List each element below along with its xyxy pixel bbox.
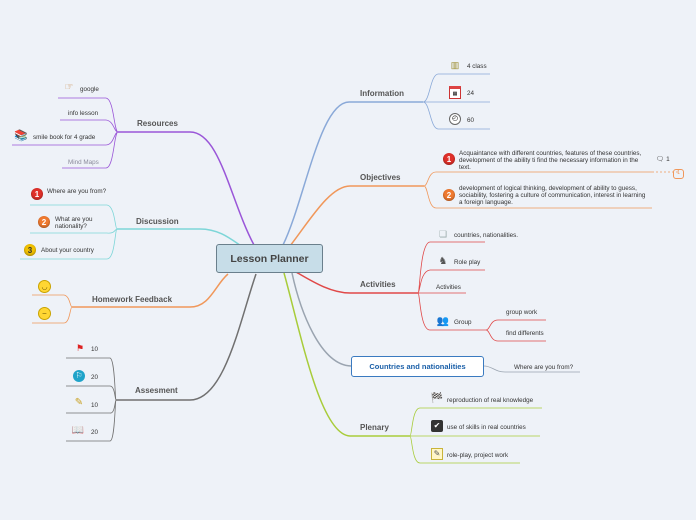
checkered-flag-icon: 🏁	[430, 393, 444, 404]
papers-icon: ❏	[438, 229, 448, 239]
connector-activities-items	[417, 241, 486, 331]
topic-countries-nationalities[interactable]: Countries and nationalities	[351, 356, 484, 377]
discussion-number-1-icon: 1	[31, 188, 43, 200]
activity-group[interactable]: Group	[454, 319, 472, 326]
notepad-icon: ✎	[431, 448, 443, 460]
countries-child-where-from[interactable]: Where are you from?	[514, 364, 574, 371]
connector-activities	[295, 271, 418, 294]
assessment-score-1[interactable]: 10	[91, 346, 99, 353]
comment-indicator[interactable]: 🗨 1	[656, 156, 670, 163]
books-icon: 📚	[14, 130, 28, 142]
information-item-class[interactable]: 4 class	[467, 63, 487, 70]
group-child-group-work[interactable]: group work	[506, 309, 538, 316]
pencil-icon: ✎	[74, 397, 84, 408]
connector-assessment-items	[66, 357, 117, 442]
objective-2-text[interactable]: development of logical thinking, develop…	[459, 185, 646, 206]
branch-objectives[interactable]: Objectives	[360, 173, 401, 182]
plenary-item-reproduction[interactable]: reproduction of real knowledge	[447, 397, 534, 404]
priority-2-icon: 2	[443, 189, 455, 201]
branch-homework-feedback[interactable]: Homework Feedback	[92, 295, 172, 304]
activity-activities[interactable]: Activities	[436, 284, 461, 291]
connector-objectives-items	[423, 171, 652, 209]
topic-countries-label: Countries and nationalities	[369, 362, 466, 371]
building-icon: ▥	[450, 60, 460, 70]
resource-smile-book[interactable]: smile book for 4 grade	[33, 134, 96, 141]
discussion-where-from[interactable]: Where are you from?	[47, 188, 107, 195]
resource-google[interactable]: google	[80, 86, 99, 93]
discussion-number-2-icon: 2	[38, 216, 50, 228]
chess-knight-icon: ♞	[438, 256, 448, 267]
connector-countries	[291, 272, 352, 367]
activity-role-play[interactable]: Role play	[454, 259, 481, 266]
assessment-score-2[interactable]: 20	[91, 374, 99, 381]
connector-information	[282, 101, 423, 246]
collapsed-badge[interactable]: 1	[673, 169, 684, 179]
connector-resources-items	[12, 97, 119, 169]
resource-info-lesson[interactable]: info lesson	[68, 110, 99, 117]
book-icon: 📖	[71, 425, 85, 436]
assessment-score-4[interactable]: 20	[91, 429, 99, 436]
connector-information-items	[422, 73, 490, 130]
assessment-score-3[interactable]: 10	[91, 402, 99, 409]
comment-count: 1	[666, 156, 670, 163]
red-flag-icon: ⚑	[75, 343, 85, 353]
plenary-item-skills[interactable]: use of skills in real countries	[447, 424, 526, 431]
calendar-icon: ▦	[449, 86, 461, 99]
connector-countries-child	[483, 365, 580, 373]
branch-plenary[interactable]: Plenary	[360, 423, 389, 432]
connector-resources	[118, 131, 255, 246]
information-item-minutes[interactable]: 60	[467, 117, 475, 124]
clock-icon: ◴	[449, 113, 461, 125]
connector-assessment	[116, 273, 257, 401]
connector-plenary-items	[409, 407, 542, 464]
priority-1-icon: 1	[443, 153, 455, 165]
connector-homework-items	[32, 294, 73, 324]
central-topic-label: Lesson Planner	[230, 252, 309, 265]
connector-plenary	[283, 272, 410, 437]
connector-discussion-items	[20, 204, 118, 260]
blue-flag-icon: ⚐	[73, 370, 85, 382]
branch-assessment[interactable]: Assesment	[135, 386, 178, 395]
central-topic[interactable]: Lesson Planner	[216, 244, 323, 273]
pointing-hand-icon: ☞	[64, 82, 74, 93]
objective-1-text[interactable]: Acquaintance with different countries, f…	[459, 150, 642, 171]
connector-objectives	[289, 185, 424, 247]
connector-activities-group	[485, 319, 546, 342]
connector-homework	[72, 273, 229, 308]
discussion-number-3-icon: 3	[24, 244, 36, 256]
branch-information[interactable]: Information	[360, 89, 404, 98]
smiley-neutral-icon: –	[38, 307, 51, 320]
branch-resources[interactable]: Resources	[137, 119, 178, 128]
branch-activities[interactable]: Activities	[360, 280, 396, 289]
homework-label: Homework Feedback	[92, 295, 173, 304]
group-child-find-differents[interactable]: find differents	[506, 330, 544, 337]
group-icon: 👥	[436, 316, 450, 327]
resource-mind-maps[interactable]: Mind Maps	[68, 159, 99, 166]
information-item-students[interactable]: 24	[467, 90, 475, 97]
branch-discussion[interactable]: Discussion	[136, 217, 179, 226]
smiley-happy-icon: ◡	[38, 280, 51, 293]
activity-countries-nationalities[interactable]: countries, nationalities.	[454, 232, 519, 239]
comment-icon: 🗨	[656, 156, 665, 163]
discussion-about-country[interactable]: About your country	[41, 247, 94, 254]
discussion-nationality[interactable]: What are you nationality?	[55, 216, 93, 230]
plenary-item-role-play[interactable]: role-play, project work	[447, 452, 509, 459]
checkbox-icon: ✔	[431, 420, 443, 432]
